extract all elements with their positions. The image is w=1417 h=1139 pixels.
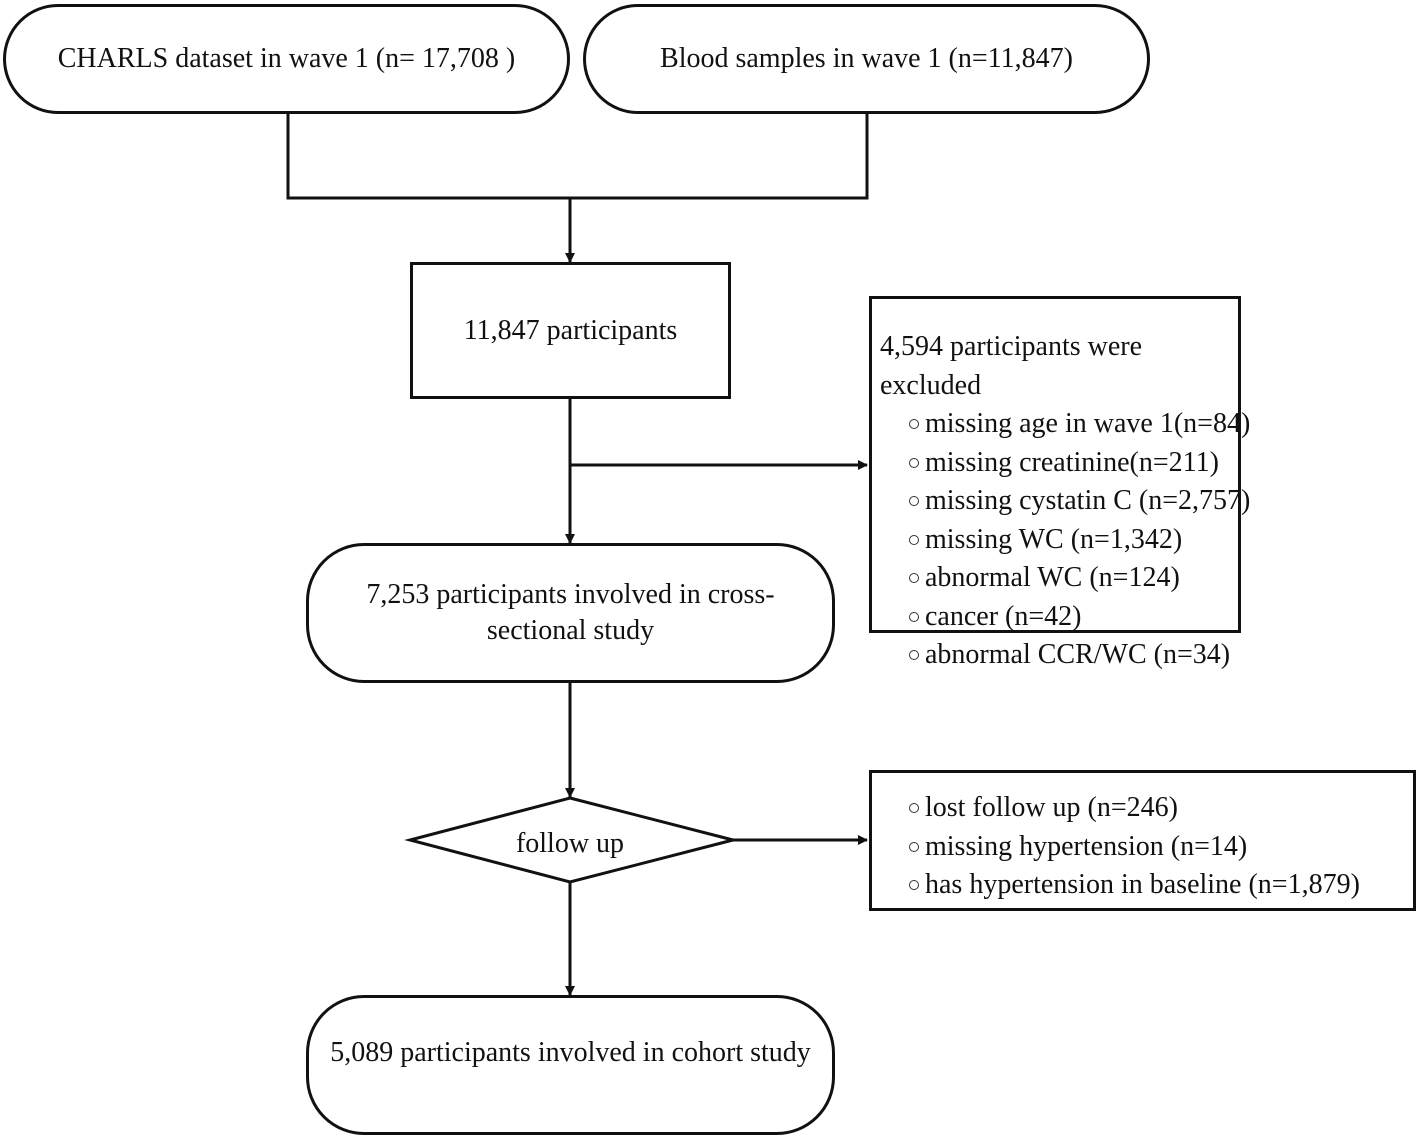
exclusion-box-1: 4,594 participants were excluded missing… bbox=[869, 296, 1250, 670]
exclusion-list-2: lost follow up (n=246) missing hypertens… bbox=[872, 789, 1413, 905]
bullet-icon bbox=[909, 880, 919, 891]
cohort-box: 5,089 participants involved in cohort st… bbox=[306, 995, 835, 1135]
bullet-icon bbox=[909, 803, 919, 814]
participants-label: 11,847 participants bbox=[463, 314, 678, 346]
exclusion-list-1: missing age in wave 1(n=84) missing crea… bbox=[872, 405, 1250, 675]
bullet-icon bbox=[909, 457, 919, 468]
bullet-icon bbox=[909, 611, 919, 622]
list-item: cancer (n=42) bbox=[909, 598, 1238, 637]
follow-up-diamond bbox=[404, 796, 734, 884]
cross-sectional-label: 7,253 participants involved in cross-sec… bbox=[366, 579, 775, 646]
bullet-icon bbox=[909, 841, 919, 852]
charls-dataset-label: CHARLS dataset in wave 1 (n= 17,708 ) bbox=[57, 43, 516, 74]
cross-sectional-box: 7,253 participants involved in cross-sec… bbox=[306, 543, 835, 683]
list-item: lost follow up (n=246) bbox=[909, 789, 1413, 828]
charls-dataset-box: CHARLS dataset in wave 1 (n= 17,708 ) bbox=[3, 4, 570, 114]
blood-samples-box: Blood samples in wave 1 (n=11,847) bbox=[583, 4, 1150, 114]
bullet-icon bbox=[909, 534, 919, 545]
participants-box: 11,847 participants bbox=[410, 262, 731, 399]
exclusion-title: 4,594 participants were excluded bbox=[880, 331, 1143, 401]
list-item: missing cystatin C (n=2,757) bbox=[909, 482, 1250, 521]
blood-samples-label: Blood samples in wave 1 (n=11,847) bbox=[660, 43, 1073, 74]
list-item: has hypertension in baseline (n=1,879) bbox=[909, 866, 1413, 905]
bullet-icon bbox=[909, 419, 919, 430]
follow-up-label-box: follow up bbox=[470, 826, 670, 862]
list-item: abnormal WC (n=124) bbox=[909, 559, 1238, 598]
list-item: abnormal CCR/WC (n=34) bbox=[909, 636, 1238, 675]
list-item: missing hypertension (n=14) bbox=[909, 828, 1413, 867]
bullet-icon bbox=[909, 650, 919, 661]
list-item: missing WC (n=1,342) bbox=[909, 521, 1238, 560]
exclusion-box-2: lost follow up (n=246) missing hypertens… bbox=[869, 770, 1416, 911]
bullet-icon bbox=[909, 573, 919, 584]
follow-up-label: follow up bbox=[515, 828, 625, 859]
list-item: missing age in wave 1(n=84) bbox=[909, 405, 1250, 444]
cohort-label: 5,089 participants involved in cohort st… bbox=[330, 1037, 811, 1068]
bullet-icon bbox=[909, 496, 919, 507]
list-item: missing creatinine(n=211) bbox=[909, 444, 1238, 483]
